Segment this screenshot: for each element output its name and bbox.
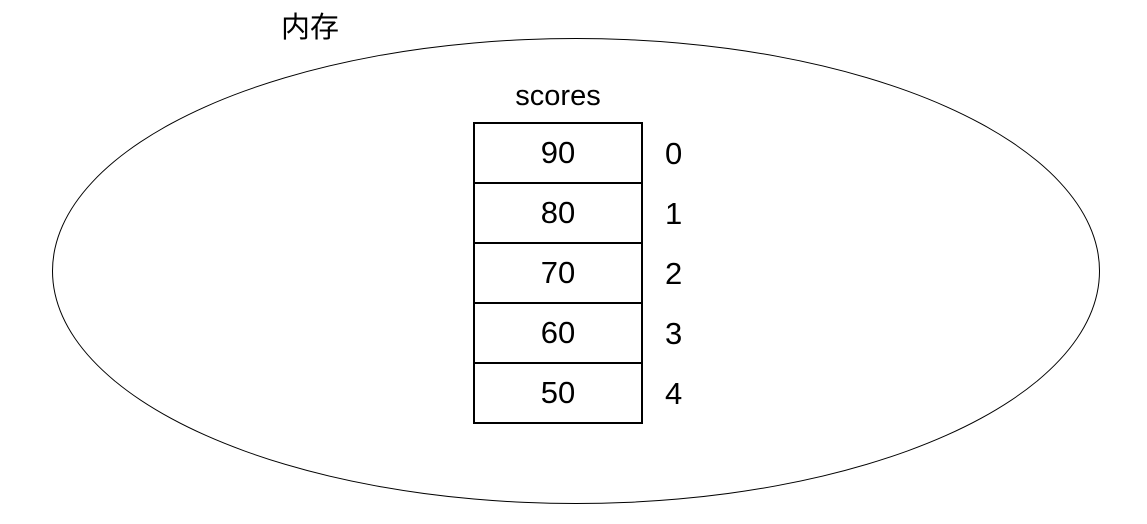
array-index-label: 0 xyxy=(665,136,683,171)
array-index-column: 0 1 2 3 4 xyxy=(665,124,682,424)
memory-label: 内存 xyxy=(281,12,340,44)
array-index-label: 2 xyxy=(665,256,683,291)
memory-ellipse-boundary xyxy=(52,38,1100,504)
array-cell: 60 xyxy=(475,304,641,364)
array-cell: 80 xyxy=(475,184,641,244)
array-cell: 70 xyxy=(475,244,641,304)
array-index-label: 4 xyxy=(665,376,683,411)
array-index-label: 3 xyxy=(665,316,683,351)
array-cell: 90 xyxy=(475,124,641,184)
array-name-label: scores xyxy=(515,80,601,112)
array-table: 90 80 70 60 50 xyxy=(473,122,643,424)
array-index-label: 1 xyxy=(665,196,683,231)
array-cell: 50 xyxy=(540,375,576,410)
